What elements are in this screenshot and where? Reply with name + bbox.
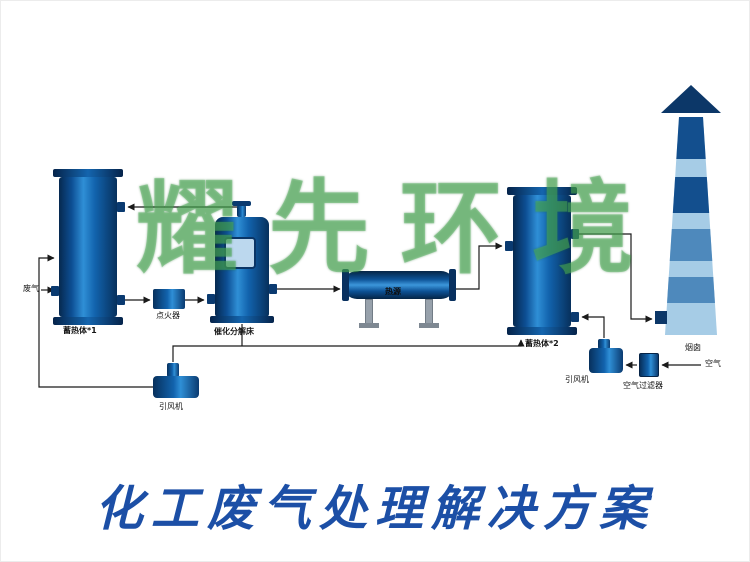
regenerator2-outlet-nozzle <box>571 229 579 239</box>
heat-source-foot <box>359 323 379 328</box>
heat-source-leg <box>365 299 373 325</box>
catalytic-top-cap <box>232 201 251 206</box>
catalytic-outlet-nozzle <box>269 284 277 294</box>
fan1-inlet-stub <box>167 363 179 377</box>
heat-source-label: 热源 <box>385 287 401 296</box>
chimney-band <box>665 277 717 303</box>
heat-source-end-cap <box>449 269 456 301</box>
chimney-band <box>665 117 717 159</box>
catalytic-bottom-flange <box>210 316 274 323</box>
regenerator1-outlet-nozzle <box>117 295 125 305</box>
pipe-bottomline-to-regenerator2 <box>172 339 525 362</box>
chimney-label: 烟囱 <box>685 343 701 352</box>
pipe-regenerator2-to-chimney <box>579 233 653 323</box>
air-filter-box <box>639 353 659 377</box>
vessel-body <box>513 195 571 327</box>
page-title: 化工废气处理解决方案 <box>94 481 655 537</box>
waste-gas-label: 废气 <box>23 284 39 293</box>
regenerator1-inlet-nozzle <box>51 286 59 296</box>
heat-source-foot <box>419 323 439 328</box>
fan2-body <box>589 348 623 373</box>
regenerator2-vessel <box>507 187 577 335</box>
vessel-flange <box>53 169 123 177</box>
heat-source-end-cap <box>342 269 349 301</box>
chimney-inlet-nozzle <box>655 311 667 324</box>
heat-source-body <box>343 271 455 299</box>
regenerator2-label: 蓄热体*2 <box>525 339 559 348</box>
catalytic-window <box>224 237 256 269</box>
vessel-flange <box>507 187 577 195</box>
regenerator2-inlet-nozzle <box>505 241 513 251</box>
air-filter-label: 空气过滤器 <box>623 381 663 390</box>
fan1-unit <box>153 363 201 399</box>
fan2-inlet-stub <box>598 339 610 349</box>
vessel-flange <box>53 317 123 325</box>
igniter-box <box>153 289 185 309</box>
pipe-fan2-to-regenerator2 <box>581 313 605 338</box>
chimney-cap <box>661 85 721 113</box>
fan2-unit <box>589 339 623 373</box>
chimney-stack <box>655 85 721 335</box>
heat-source-leg <box>425 299 433 325</box>
chimney-band <box>665 177 717 213</box>
fan1-body <box>153 376 199 398</box>
catalytic-bed-vessel <box>210 201 274 323</box>
igniter-label: 点火器 <box>156 311 180 320</box>
regenerator2-air-nozzle <box>571 312 579 322</box>
vessel-body <box>59 177 117 317</box>
regenerator1-label: 蓄热体*1 <box>63 326 97 335</box>
fan2-label: 引风机 <box>565 375 589 384</box>
air-label: 空气 <box>705 359 721 368</box>
pipe-fan1-to-regenerator1 <box>38 254 153 388</box>
regenerator1-vessel <box>53 169 123 325</box>
regenerator1-top-nozzle <box>117 202 125 212</box>
pipe-heatsource-to-regenerator2 <box>455 242 503 290</box>
catalytic-inlet-nozzle <box>207 294 215 304</box>
vessel-flange <box>507 327 577 335</box>
fan1-label: 引风机 <box>159 402 183 411</box>
catalytic-label: 催化分解床 <box>214 327 254 336</box>
chimney-band <box>665 229 717 261</box>
heat-source-unit <box>342 269 456 331</box>
catalytic-top-nozzle <box>237 205 246 217</box>
